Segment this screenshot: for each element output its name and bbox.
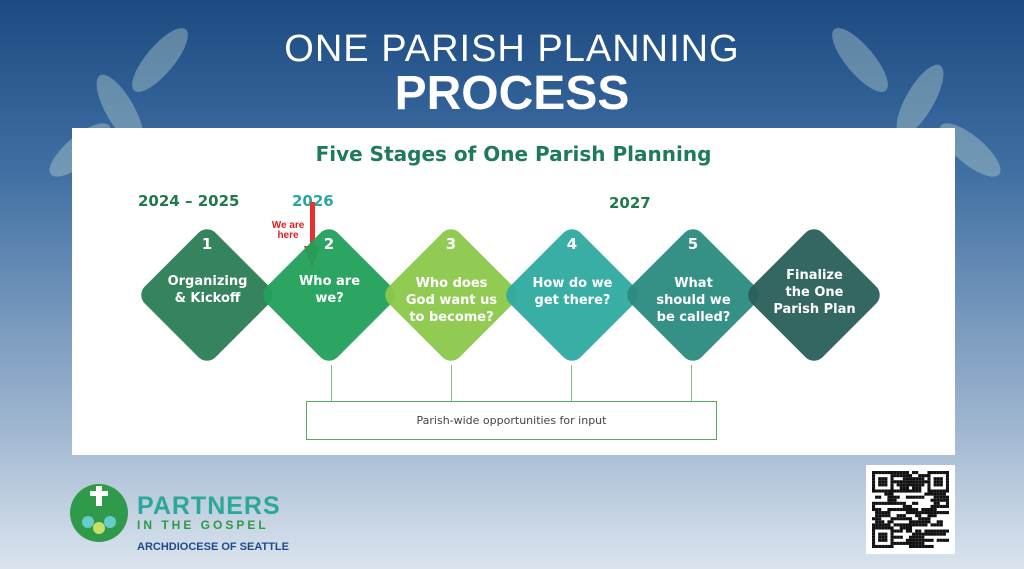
year-label: 2026: [292, 192, 334, 210]
connector-line: [691, 365, 692, 401]
stage-number: 3: [445, 235, 457, 253]
church-logo-icon: [70, 484, 128, 542]
qr-code[interactable]: [866, 465, 955, 554]
stage-number: 4: [566, 235, 578, 253]
logo-in-the-gospel: IN THE GOSPEL: [137, 518, 269, 532]
stage-label: How do we get there?: [532, 276, 613, 308]
stage-label: Who does God want us to become?: [405, 276, 498, 325]
connector-line: [331, 365, 332, 401]
partners-logo: [68, 482, 130, 544]
input-opportunities-box: Parish-wide opportunities for input: [306, 401, 717, 440]
logo-archdiocese: ARCHDIOCESE OF SEATTLE: [137, 541, 289, 553]
stage-label: Who are we?: [298, 274, 361, 306]
connector-line: [571, 365, 572, 401]
stage-number: 2: [323, 235, 335, 253]
logo-partners: PARTNERS: [137, 492, 281, 520]
stage-label: What should we be called?: [656, 276, 731, 325]
stage-number: 5: [687, 235, 699, 253]
year-label: 2024 – 2025: [138, 192, 240, 210]
stage-number: 1: [201, 235, 213, 253]
qr-code-icon: [872, 471, 950, 549]
card-title: Five Stages of One Parish Planning: [315, 142, 712, 166]
year-label: 2027: [609, 194, 651, 212]
stage-label: Finalize the One Parish Plan: [773, 268, 856, 317]
we-are-here-label: We are here: [271, 220, 305, 241]
stages-card: Five Stages of One Parish Planning 2024 …: [72, 128, 955, 455]
stage-label: Organizing & Kickoff: [167, 274, 248, 306]
header-title-line2: PROCESS: [394, 67, 630, 120]
connector-line: [451, 365, 452, 401]
header-title-line1: ONE PARISH PLANNING: [284, 28, 740, 70]
